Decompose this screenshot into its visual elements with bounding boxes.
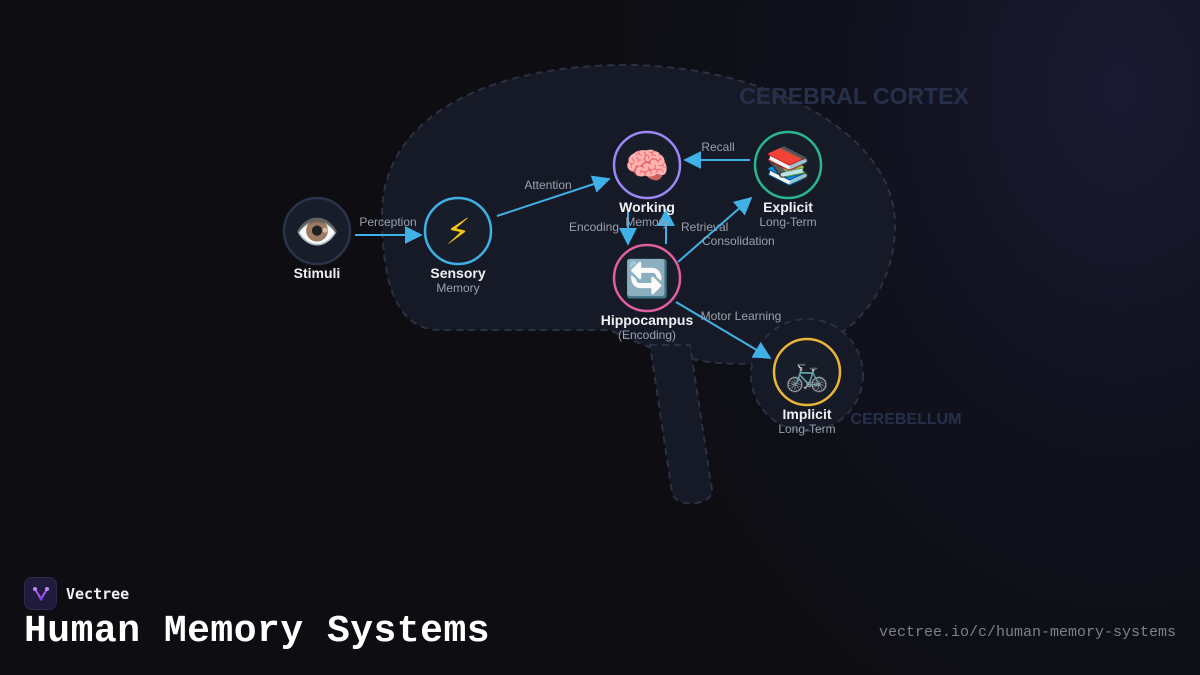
node-title-implicit: Implicit [782,406,831,422]
brand-name: Vectree [66,584,130,603]
node-subtitle-working: Memory [625,215,668,229]
edge-label-motor-learning: Motor Learning [701,309,782,323]
node-subtitle-implicit: Long-Term [778,422,835,436]
node-hippocampus: 🔄 Hippocampus (Encoding) [601,243,694,342]
eye-icon: 👁️ [295,212,340,253]
brand[interactable]: Vectree [24,577,129,610]
working-circle [612,130,682,200]
edge-attention [496,175,611,217]
node-implicit: 🚲 Implicit Long-Term [772,337,842,436]
node-title-hippocampus: Hippocampus [601,312,694,328]
explicit-circle [753,130,823,200]
implicit-circle [772,337,842,407]
edge-label-retrieval: Retrieval [681,220,728,234]
stimuli-circle [282,196,352,266]
node-working: 🧠 Working Memory [612,130,682,229]
node-subtitle-explicit: Long-Term [759,215,816,229]
lightning-icon: ⚡ [445,212,470,253]
node-title-working: Working [619,199,675,215]
edge-label-recall: Recall [701,140,734,154]
page-title: Human Memory Systems [24,610,491,653]
hippocampus-circle [612,243,682,313]
edge-label-encoding: Encoding [569,220,619,234]
bicycle-icon: 🚲 [785,353,830,394]
node-title-stimuli: Stimuli [294,265,341,281]
node-explicit: 📚 Explicit Long-Term [753,130,823,229]
node-subtitle-hippocampus: (Encoding) [618,328,676,342]
edge-label-perception: Perception [359,215,416,229]
node-subtitle-sensory: Memory [436,281,479,295]
brain-icon: 🧠 [625,146,670,187]
cerebellum-label: CEREBELLUM [850,411,961,428]
vectree-logo-icon [24,577,57,610]
edge-motor-learning [675,301,772,359]
edge-consolidation [677,196,753,263]
books-icon: 📚 [766,146,811,187]
page-url[interactable]: vectree.io/c/human-memory-systems [878,624,1176,641]
node-title-sensory: Sensory [430,265,485,281]
node-sensory: ⚡ Sensory Memory [423,196,493,295]
sensory-circle [423,196,493,266]
edge-label-attention: Attention [524,178,571,192]
brain-stem [648,344,713,505]
edge-label-consolidation: Consolidation [702,234,775,248]
node-stimuli: 👁️ Stimuli [282,196,352,281]
node-title-explicit: Explicit [763,199,813,215]
cerebral-cortex-label: CEREBRAL CORTEX [739,83,969,109]
cycle-arrows-icon: 🔄 [625,258,670,300]
